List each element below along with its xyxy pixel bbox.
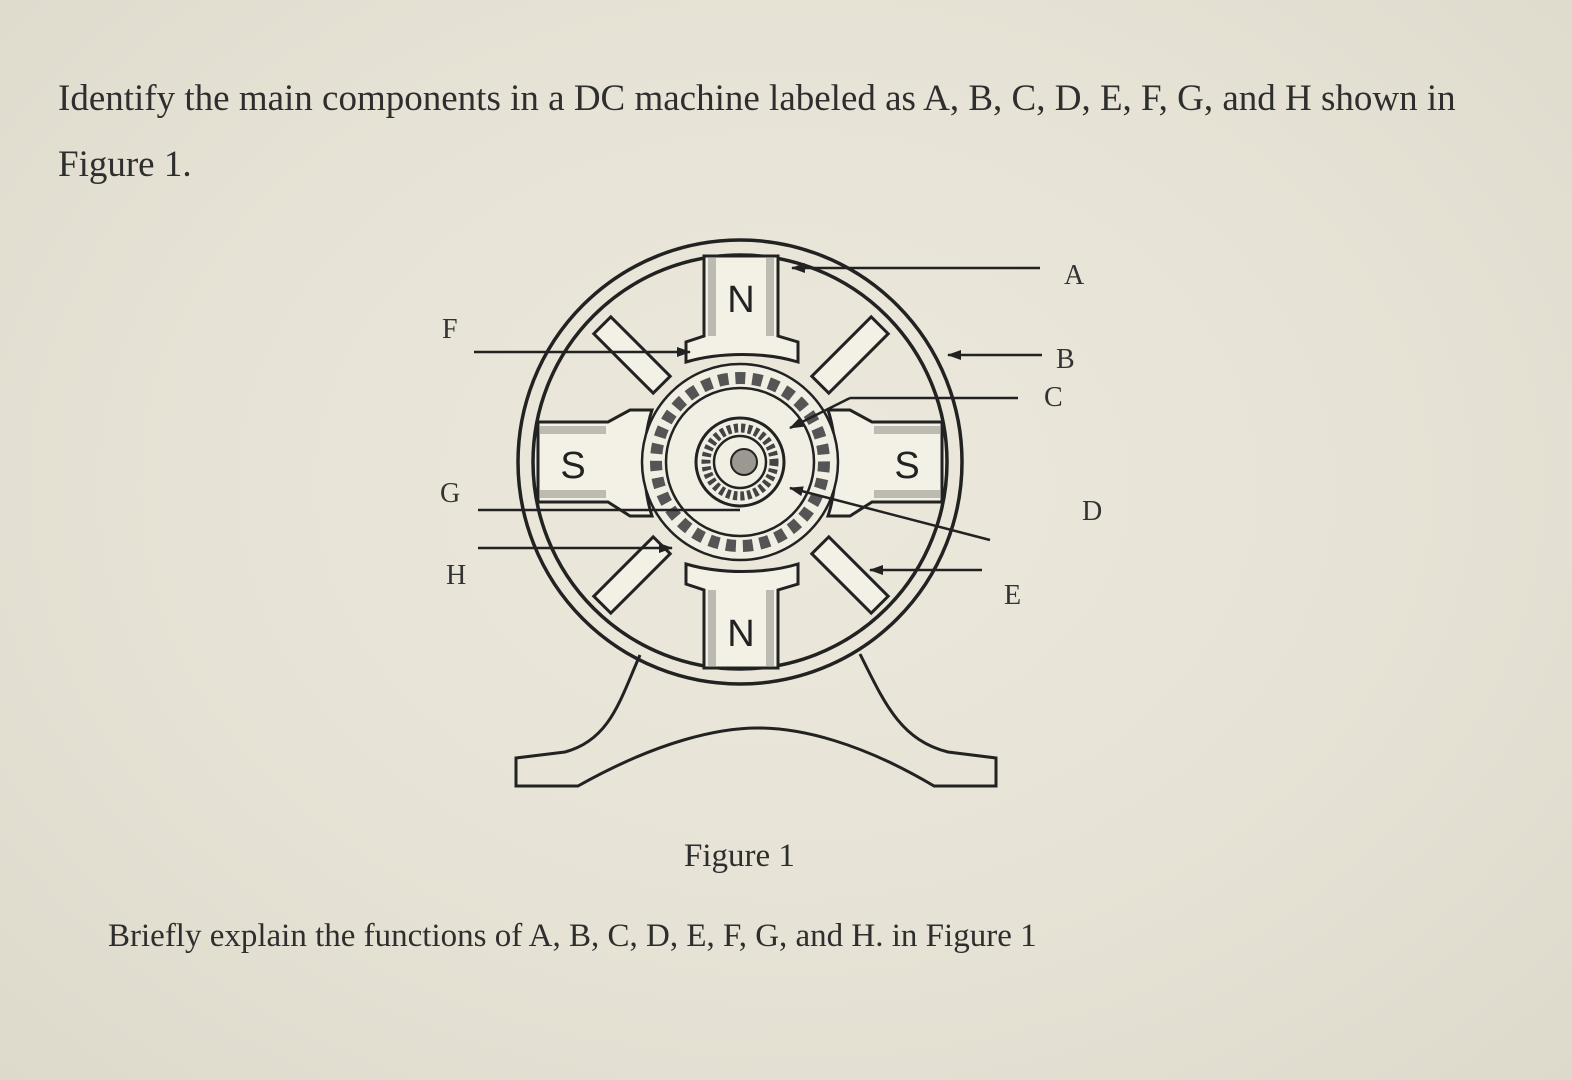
question-line-1: Identify the main components in a DC mac… <box>58 78 1456 119</box>
pole-label-left: S <box>560 445 585 487</box>
callout-c: C <box>1044 382 1063 413</box>
main-poles <box>536 254 944 670</box>
callout-e: E <box>1004 580 1021 611</box>
callout-f: F <box>442 314 458 345</box>
question-text: Identify the main components in a DC mac… <box>58 66 1528 198</box>
pole-label-bottom: N <box>727 613 754 655</box>
callout-b: B <box>1056 344 1075 375</box>
callout-h: H <box>446 560 466 591</box>
task-text: Briefly explain the functions of A, B, C… <box>108 918 1037 954</box>
callout-a: A <box>1064 260 1085 291</box>
machine-base <box>514 653 998 788</box>
question-line-2: Figure 1. <box>58 144 192 185</box>
pole-label-right: S <box>894 445 919 487</box>
figure-caption: Figure 1 <box>684 838 795 874</box>
shaft <box>730 448 758 476</box>
callout-d: D <box>1082 496 1102 527</box>
callout-g: G <box>440 478 460 509</box>
pole-label-top: N <box>727 279 754 321</box>
interpoles <box>591 314 891 616</box>
leader-lines <box>474 263 1042 575</box>
